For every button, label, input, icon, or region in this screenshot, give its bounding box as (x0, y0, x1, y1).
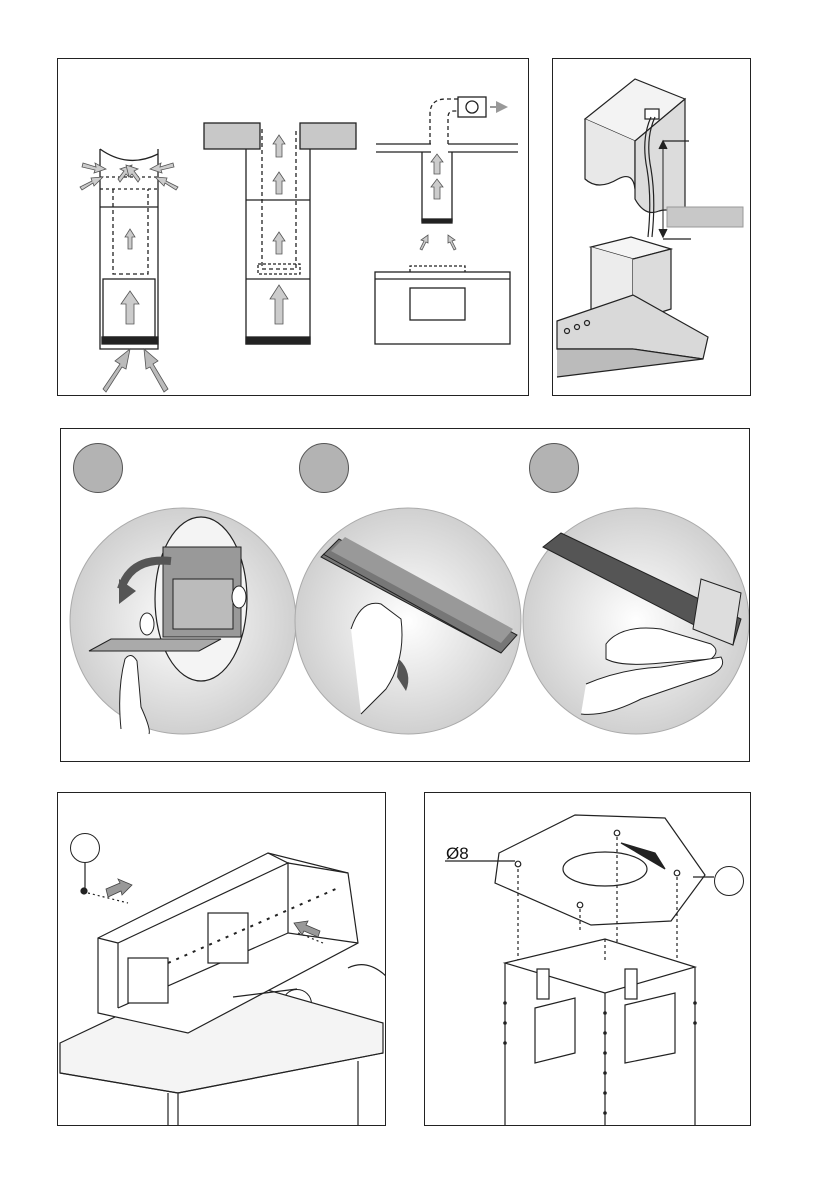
chimney-frame-drawing (58, 793, 386, 1126)
airflow-modes-figure (57, 58, 529, 396)
recirculation-arrows (80, 163, 178, 392)
measurement-label-box (667, 207, 743, 227)
step-1-illustration (70, 508, 296, 734)
electrical-connection-figure (552, 58, 751, 396)
exhaust-motor-arrows (420, 154, 456, 250)
airflow-modes-drawing (58, 59, 529, 396)
exhaust-motor-hood (375, 97, 518, 344)
ceiling-plate-mounting-figure: Ø8 (424, 792, 751, 1126)
filter-removal-drawing (61, 429, 750, 762)
electrical-connection-drawing (553, 59, 751, 396)
ceiling-plate-drawing (425, 793, 751, 1126)
exhaust-chimney-arrows (270, 135, 288, 324)
step-2-illustration (295, 508, 521, 734)
step-3-illustration (523, 508, 749, 734)
chimney-frame-assembly-figure (57, 792, 386, 1126)
filter-removal-steps-figure (60, 428, 750, 762)
